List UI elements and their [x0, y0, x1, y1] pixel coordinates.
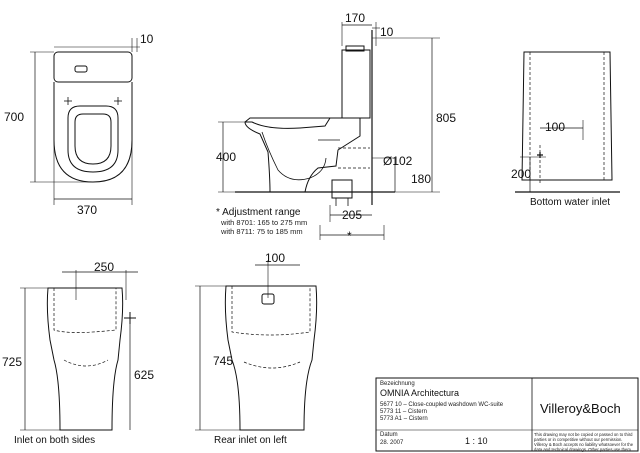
adjustment-note-title: * Adjustment range [216, 207, 301, 218]
plan-view [30, 38, 140, 205]
seat-inner-outline [74, 113, 112, 165]
side-top-offset-label: 170 [345, 11, 365, 25]
title-block-frame [375, 377, 639, 452]
plan-bowl-outline [53, 82, 133, 183]
title-series: OMNIA Architectura [380, 388, 459, 398]
side-seat-height-label: 400 [216, 150, 236, 164]
title-date-label: Datum [380, 432, 398, 438]
plan-width-label: 370 [77, 203, 97, 217]
title-line-2: 5773 11 – Cistern [380, 409, 427, 415]
side-outlet-diameter-label: Ø102 [383, 154, 413, 168]
title-date: 28. 2007 [380, 440, 404, 446]
title-block [375, 377, 639, 452]
cistern-rear-inlet-view [195, 260, 318, 431]
outlet-pipe [338, 147, 370, 169]
side-inlet-width-label: 250 [94, 260, 114, 274]
seat-profile [244, 117, 330, 123]
side-outlet-distance-label: 205 [342, 208, 362, 222]
fixing-marks [64, 97, 122, 105]
connector-outline [331, 179, 353, 199]
side-wall-gap-label: 10 [380, 25, 394, 39]
seat-outer-outline [67, 105, 119, 173]
cistern-lid [345, 45, 365, 52]
rear-inlet-caption: Rear inlet on left [214, 435, 287, 446]
plan-depth-label: 700 [4, 110, 24, 124]
cistern-outline-bottom-view [521, 51, 613, 181]
flush-button-icon [74, 65, 88, 73]
title-scale: 1 : 10 [465, 436, 488, 446]
side-inlet-caption: Inlet on both sides [14, 435, 95, 446]
water-inlet-icon [537, 152, 543, 158]
rear-inlet-offset-label: 100 [265, 251, 285, 265]
cistern-side-inlet-view [20, 270, 138, 431]
title-line-1: 5677 10 – Close-coupled washdown WC-suit… [380, 402, 504, 408]
side-total-height-label: 805 [436, 111, 456, 125]
side-inlet-outline [46, 287, 124, 431]
side-outlet-height-label: 180 [411, 172, 431, 186]
disclaimer-line-2: parties or in competitive without our pe… [534, 437, 622, 442]
plan-wall-gap-label: 10 [140, 32, 154, 46]
brand-logo: Villeroy&Boch [540, 401, 621, 416]
cistern-bottom-view [515, 51, 620, 193]
trap-profile [261, 131, 327, 181]
bottom-inlet-height-label: 200 [511, 167, 531, 181]
side-view [218, 22, 440, 240]
plan-cistern-outline [53, 51, 133, 83]
adjustment-note-line-2: with 8711: 75 to 185 mm [220, 227, 303, 236]
rear-inlet-outline [224, 285, 318, 431]
disclaimer-line-1: This drawing may not be copied or passed… [534, 432, 633, 437]
adjustment-note-line-1: with 8701: 165 to 275 mm [220, 218, 307, 227]
side-cistern-outline [341, 49, 371, 119]
side-inlet-marker-icon [124, 312, 136, 324]
disclaimer-line-3: Villeroy & Boch accepts no liability wha… [534, 442, 634, 447]
title-small-label: Bezeichnung [380, 381, 415, 387]
rear-inlet-height-label: 745 [213, 354, 233, 368]
side-asterisk-label: * [347, 229, 352, 243]
side-inlet-height-label: 725 [2, 355, 22, 369]
side-inlet-inlet-height-label: 625 [134, 368, 154, 382]
disclaimer-line-4: data and technical drawings. Other parti… [534, 447, 631, 452]
bottom-inlet-caption: Bottom water inlet [530, 197, 610, 208]
bottom-inlet-offset-label: 100 [545, 120, 565, 134]
title-line-3: 5773 A1 – Cistern [380, 416, 428, 422]
side-bowl-outline [244, 117, 361, 193]
